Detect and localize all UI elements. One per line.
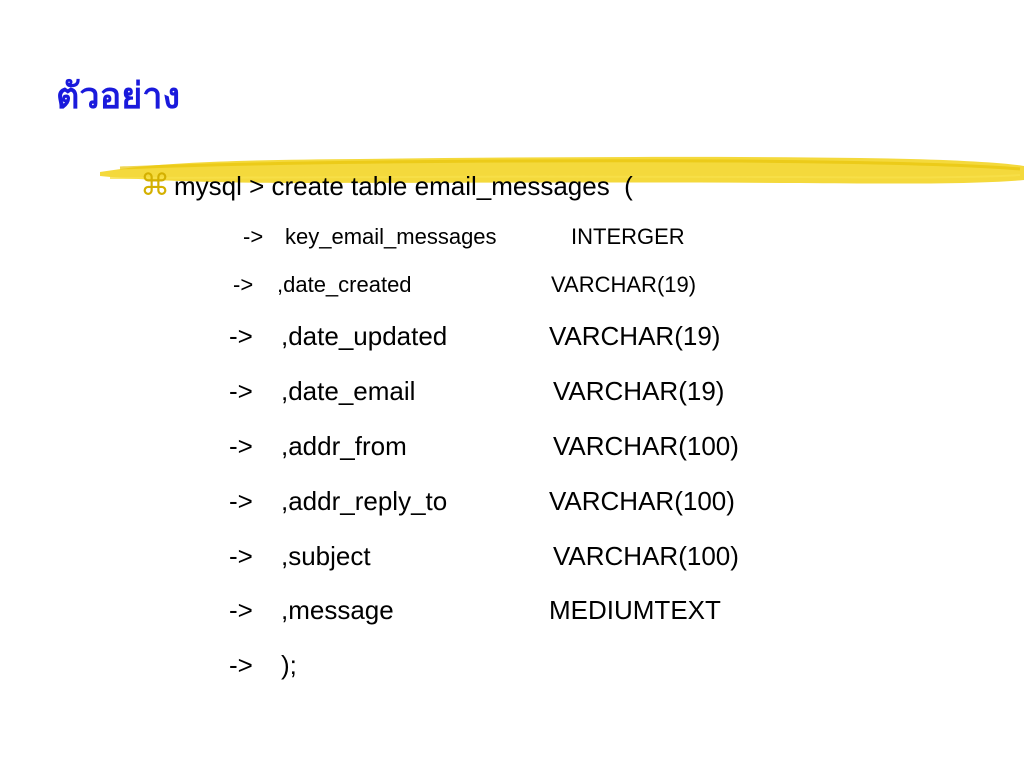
column-name: ,subject — [281, 540, 371, 571]
sql-command-text: mysql > create table email_messages ( — [174, 170, 633, 201]
sql-command-bullet: ⌘ mysql > create table email_messages ( — [140, 166, 633, 206]
column-name: ,date_updated — [281, 320, 448, 351]
sql-line: -> ,date_created VARCHAR(19) — [233, 268, 833, 302]
prompt-arrow: -> — [229, 430, 253, 461]
sql-line: -> ); — [229, 648, 829, 682]
sql-line: -> ,addr_reply_to VARCHAR(100) — [229, 484, 829, 518]
column-type: VARCHAR(100) — [553, 540, 739, 571]
column-type: VARCHAR(19) — [549, 320, 721, 351]
sql-line: -> ,subject VARCHAR(100) — [229, 539, 829, 573]
prompt-arrow: -> — [229, 540, 253, 571]
closing-statement: ); — [281, 649, 297, 680]
column-name: ,addr_from — [281, 430, 407, 461]
highlighter-stroke — [100, 156, 1024, 184]
column-type: VARCHAR(100) — [553, 430, 739, 461]
column-name: key_email_messages — [285, 224, 497, 249]
column-name: ,addr_reply_to — [281, 485, 448, 516]
prompt-arrow: -> — [229, 594, 253, 625]
slide-title: ตัวอย่าง — [56, 75, 181, 117]
sql-line: -> ,date_email VARCHAR(19) — [229, 374, 829, 408]
prompt-arrow: -> — [243, 224, 264, 249]
column-type: MEDIUMTEXT — [549, 594, 721, 625]
column-name: ,message — [281, 594, 394, 625]
prompt-arrow: -> — [233, 272, 254, 297]
sql-line: -> ,date_updated VARCHAR(19) — [229, 319, 829, 353]
prompt-arrow: -> — [229, 649, 253, 680]
sql-line: -> ,message MEDIUMTEXT — [229, 593, 829, 627]
command-key-icon: ⌘ — [140, 169, 170, 202]
sql-line: -> ,addr_from VARCHAR(100) — [229, 429, 829, 463]
column-name: ,date_email — [281, 375, 416, 406]
column-type: INTERGER — [571, 224, 685, 249]
column-name: ,date_created — [277, 272, 412, 297]
sql-line: -> key_email_messages INTERGER — [243, 220, 843, 254]
column-type: VARCHAR(100) — [549, 485, 735, 516]
prompt-arrow: -> — [229, 485, 253, 516]
prompt-arrow: -> — [229, 320, 253, 351]
column-type: VARCHAR(19) — [551, 272, 697, 297]
prompt-arrow: -> — [229, 375, 253, 406]
column-type: VARCHAR(19) — [553, 375, 725, 406]
